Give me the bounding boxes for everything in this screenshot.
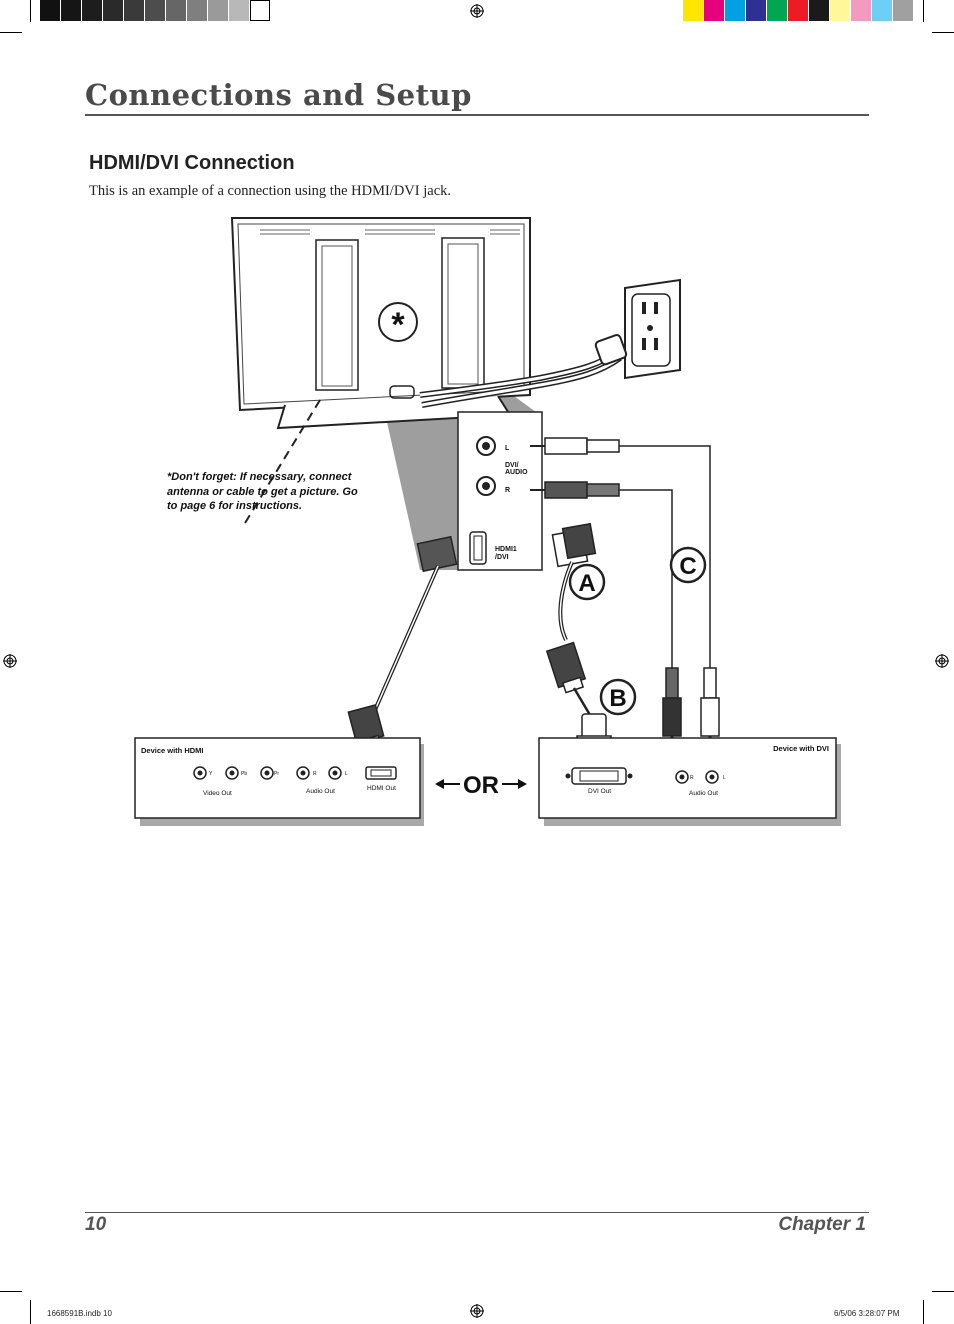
reminder-note-line-2: antenna or cable to get a picture. Go bbox=[167, 486, 358, 498]
rca-plug-white-icon bbox=[700, 667, 720, 748]
svg-text:Video Out: Video Out bbox=[203, 790, 232, 797]
hdmi-plug-icon bbox=[416, 535, 458, 573]
svg-text:OR: OR bbox=[463, 772, 499, 799]
hdmi-out-jack bbox=[365, 766, 397, 780]
svg-text:L: L bbox=[723, 775, 726, 781]
svg-text:Device with HDMI: Device with HDMI bbox=[141, 746, 204, 755]
svg-text:DVI Out: DVI Out bbox=[588, 788, 611, 795]
svg-text:HDMI Out: HDMI Out bbox=[367, 785, 396, 792]
title-divider bbox=[85, 114, 869, 116]
chapter-label: Chapter 1 bbox=[778, 1214, 866, 1235]
callout-c bbox=[669, 546, 707, 584]
connection-diagram: * L DVI/ AUDIO R HDMI1 /DVI bbox=[134, 217, 841, 826]
svg-text:R: R bbox=[505, 487, 510, 494]
svg-text:Y: Y bbox=[209, 771, 213, 777]
tv-input-panel: L DVI/ AUDIO R HDMI1 /DVI bbox=[457, 411, 543, 571]
reminder-note-line-3: to page 6 for instructions. bbox=[167, 500, 302, 512]
registration-mark-icon bbox=[470, 1304, 484, 1318]
device-with-hdmi: Device with HDMI Y Pb Pr R L Video Out A… bbox=[134, 737, 424, 826]
svg-text:R: R bbox=[313, 771, 317, 777]
svg-text:AUDIO: AUDIO bbox=[505, 469, 528, 476]
callout-a bbox=[568, 563, 606, 601]
dvi-out-jack bbox=[565, 767, 633, 785]
audio-jacks bbox=[675, 770, 719, 784]
svg-text:B: B bbox=[609, 685, 626, 712]
audio-jacks bbox=[296, 766, 342, 780]
video-jacks bbox=[193, 766, 274, 780]
rca-plug-red-icon bbox=[530, 481, 620, 499]
print-slug-date: 6/5/06 3:28:07 PM bbox=[834, 1309, 900, 1318]
svg-text:Audio Out: Audio Out bbox=[306, 788, 335, 795]
svg-text:DVI/: DVI/ bbox=[505, 462, 519, 469]
svg-text:Device with DVI: Device with DVI bbox=[773, 744, 829, 753]
svg-text:A: A bbox=[578, 570, 595, 597]
or-indicator: OR bbox=[435, 772, 527, 799]
page-title: Connections and Setup bbox=[85, 78, 472, 112]
svg-text:R: R bbox=[690, 775, 694, 781]
svg-text:C: C bbox=[679, 553, 696, 580]
rca-plug-red-icon bbox=[662, 667, 682, 748]
reminder-note-line-1: *Don't forget: If necessary, connect bbox=[167, 471, 353, 483]
asterisk-callout bbox=[378, 302, 418, 342]
registration-mark-icon bbox=[935, 654, 949, 668]
footer-divider bbox=[85, 1212, 869, 1213]
svg-text:L: L bbox=[345, 771, 348, 777]
registration-mark-icon bbox=[3, 654, 17, 668]
section-heading: HDMI/DVI Connection bbox=[89, 152, 295, 174]
intro-paragraph: This is an example of a connection using… bbox=[89, 183, 452, 199]
device-with-dvi: Device with DVI R L DVI Out Audio Out bbox=[538, 737, 841, 826]
print-slug-file: 1668591B.indb 10 bbox=[47, 1309, 112, 1318]
hdmi-plug-icon bbox=[551, 522, 597, 568]
page-number: 10 bbox=[85, 1214, 107, 1235]
callout-b bbox=[599, 678, 637, 716]
registration-mark-icon bbox=[470, 4, 484, 18]
asterisk-symbol: * bbox=[391, 306, 405, 344]
svg-text:/DVI: /DVI bbox=[495, 554, 509, 561]
svg-text:HDMI1: HDMI1 bbox=[495, 546, 517, 553]
wall-outlet-icon bbox=[624, 278, 681, 380]
svg-text:L: L bbox=[505, 445, 510, 452]
rca-plug-white-icon bbox=[530, 437, 620, 455]
svg-text:Audio Out: Audio Out bbox=[689, 790, 718, 797]
svg-text:Pb: Pb bbox=[241, 771, 247, 777]
svg-text:Pr: Pr bbox=[274, 771, 279, 777]
